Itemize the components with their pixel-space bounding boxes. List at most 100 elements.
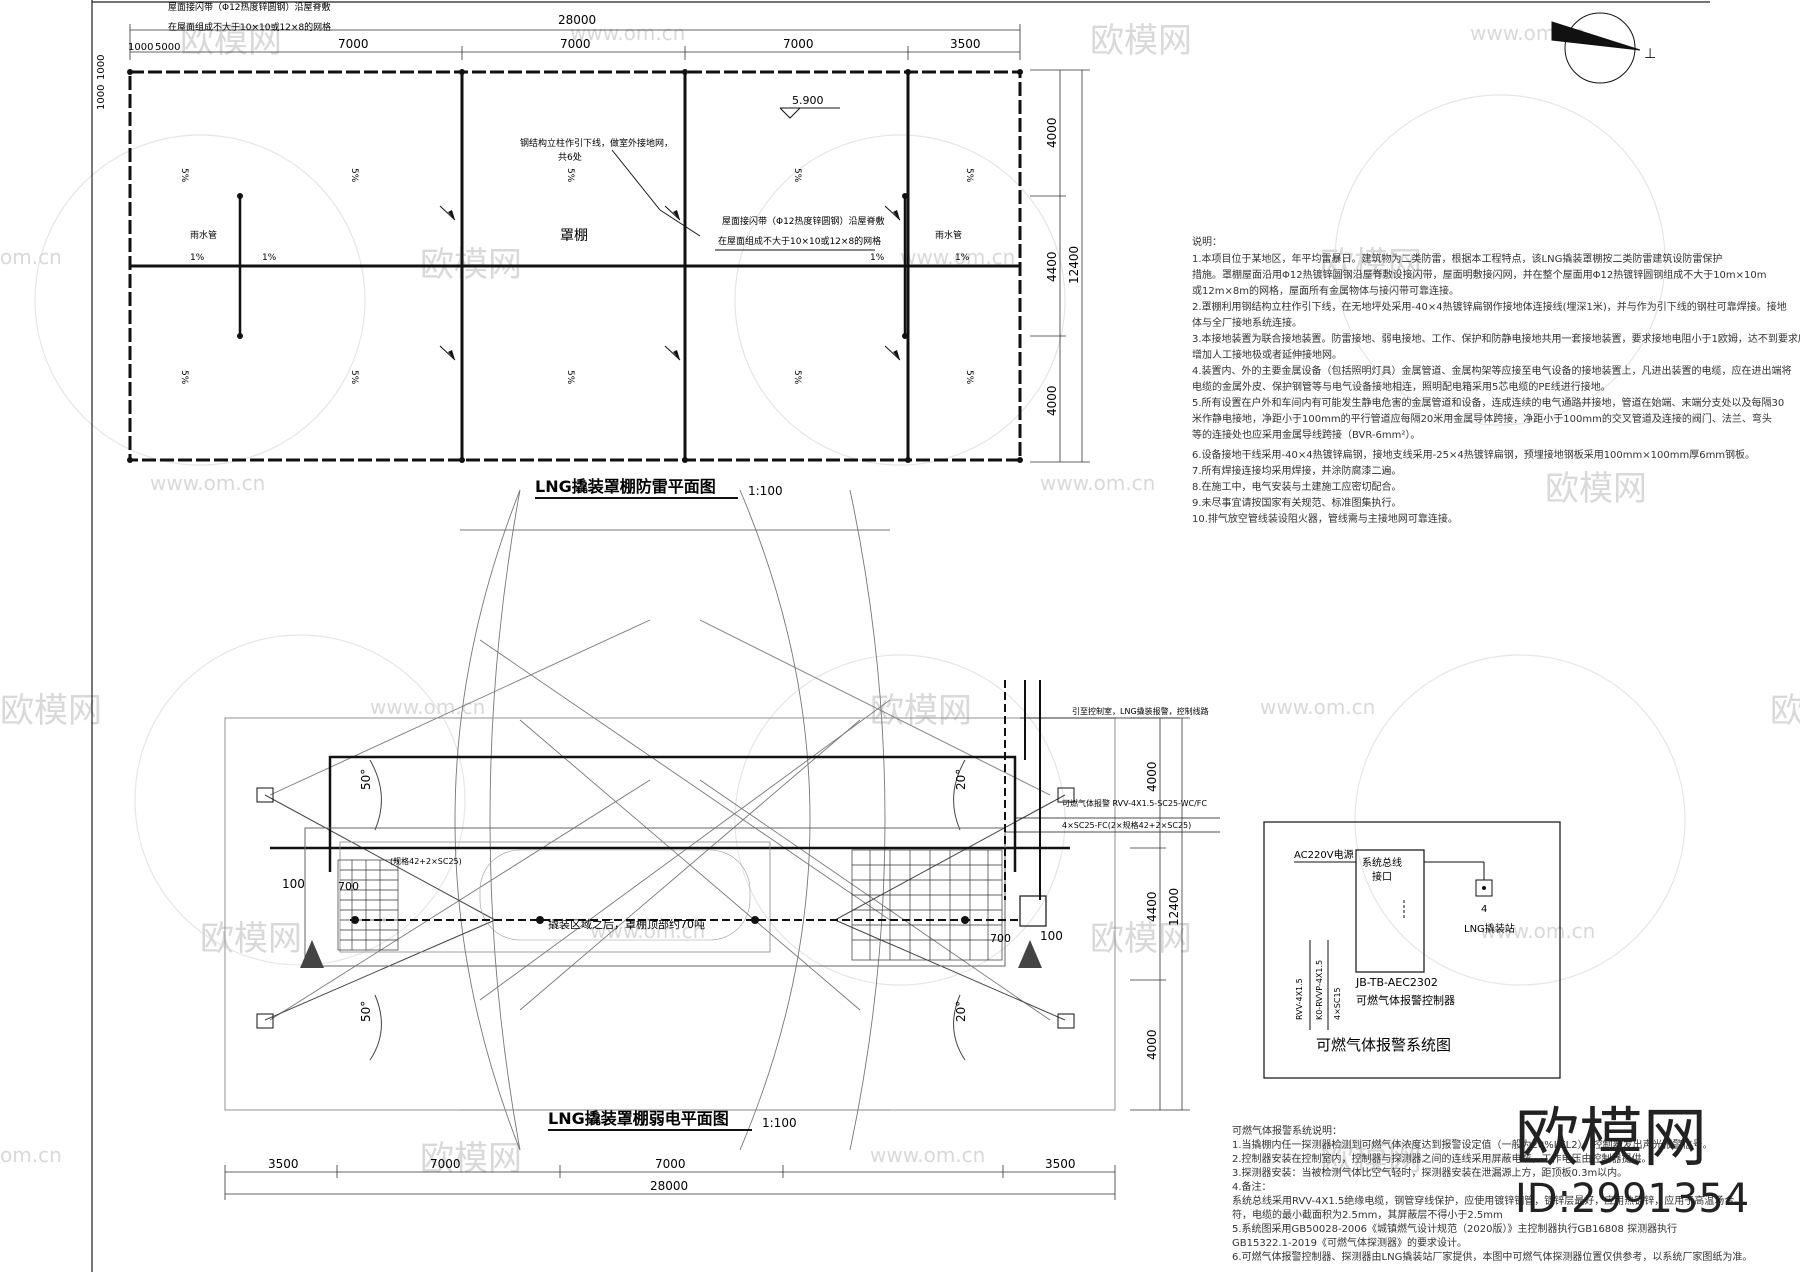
weak-right-dim-3: 4000 bbox=[1145, 1029, 1159, 1060]
roof-bay-dim-2: 7000 bbox=[560, 37, 591, 51]
roof-note-top-1: 屋面接闪带（Φ12热度锌圆钢）沿屋脊敷 bbox=[168, 1, 331, 13]
weak-plan-title: LNG撬装罩棚弱电平面图 bbox=[548, 1109, 729, 1128]
watermark-site: om.cn bbox=[0, 1143, 62, 1167]
notes-line: 增加人工接地极或者延伸接地网。 bbox=[1192, 348, 1342, 361]
roof-mesh-note: 在屋面组成不大于10×10或12×8的网格 bbox=[718, 235, 881, 247]
system-notes-heading: 可燃气体报警系统说明： bbox=[1232, 1124, 1342, 1137]
alarm-horn-icon bbox=[300, 940, 1042, 968]
coverage-angle: 50° bbox=[359, 1001, 373, 1022]
notes-line: 等的连接处也应采用金属导线跨接（BVR-6mm²）。 bbox=[1192, 428, 1420, 441]
notes-line: 4.装置内、外的主要金属设备（包括照明灯具）金属管道、金属构架等应接至电气设备的… bbox=[1192, 364, 1792, 377]
notes-line: 米作静电接地，净距小于100mm的平行管道应每隔20米用金属导体跨接，净距小于1… bbox=[1192, 412, 1772, 425]
slope-label: 5% bbox=[792, 370, 802, 385]
watermark-site: www.om.cn bbox=[150, 471, 265, 495]
watermark-site: www.om.cn bbox=[590, 919, 705, 943]
system-notes-line: 6.可燃气体报警控制器、探测器由LNG撬装站厂家提供，本图中可燃气体探测器位置仅… bbox=[1232, 1250, 1752, 1263]
detector-label: LNG撬装站 bbox=[1464, 922, 1515, 935]
roof-bay-dim-4: 3500 bbox=[950, 37, 981, 51]
design-notes: 说明： 1.本项目位于某地区，年平均雷暴日。建筑物为二类防雷，根据本工程特点，该… bbox=[1192, 235, 1800, 525]
roof-note-top-2: 在屋面组成不大于10×10或12×8的网格 bbox=[168, 21, 331, 33]
bus-interface-label: 接口 bbox=[1372, 870, 1392, 883]
slope-label: 5% bbox=[964, 370, 974, 385]
notes-line: 8.在施工中，电气安装与土建施工应密切配合。 bbox=[1192, 480, 1402, 493]
roof-right-dim-3: 4000 bbox=[1045, 385, 1059, 416]
detector-count: 4 bbox=[1481, 904, 1487, 915]
notes-line: 10.排气放空管线装设阻火器，管线需与主接地网可靠连接。 bbox=[1192, 512, 1458, 525]
watermark-site: www.om.cn bbox=[570, 21, 685, 45]
weak-bottom-dim: 7000 bbox=[430, 1157, 461, 1171]
bus-interface-label: 系统总线 bbox=[1362, 856, 1402, 869]
watermark-id: ID:2991354 bbox=[1515, 1176, 1749, 1222]
system-notes-line: 4.备注： bbox=[1232, 1180, 1272, 1193]
slope-label: 1% bbox=[955, 253, 970, 263]
roof-plan-title: LNG撬装罩棚防雷平面图 bbox=[535, 477, 716, 496]
system-notes-line: 2.控制器安装在控制室内，控制器与探测器之间的连线采用屏蔽电缆，工作电压由控制器… bbox=[1232, 1152, 1652, 1165]
roof-overall-dim: 28000 bbox=[558, 13, 596, 27]
notes-line: 体与全厂接地系统连接。 bbox=[1192, 316, 1302, 329]
weak-right-dim-1: 4000 bbox=[1145, 761, 1159, 792]
north-arrow-icon: ⊥ bbox=[1551, 12, 1656, 84]
weak-outer-boundary bbox=[224, 717, 1116, 1111]
roof-bay-dim-1: 7000 bbox=[338, 37, 369, 51]
system-frame bbox=[1263, 821, 1561, 1079]
roof-small-dim: 5000 bbox=[155, 42, 180, 53]
system-cable-label: 4×SC15 bbox=[1333, 987, 1342, 1020]
roof-small-dim: 1000 bbox=[96, 85, 107, 110]
system-cable-label: K0-RVVP-4X1.5 bbox=[1315, 960, 1324, 1020]
coverage-angle: 20° bbox=[954, 1001, 968, 1022]
roof-right-total: 12400 bbox=[1067, 246, 1081, 284]
system-notes-line: 系统总线采用RVV-4X1.5绝缘电缆，钢管穿线保护，应使用镀锌钢管，镀锌层最好… bbox=[1232, 1194, 1744, 1207]
notes-line: 或12m×8m的网格，屋面所有金属物体与接闪带可靠连接。 bbox=[1192, 284, 1459, 297]
watermark-site: www.om.cn bbox=[1040, 471, 1155, 495]
weak-right-dim-2: 4400 bbox=[1145, 891, 1159, 922]
brand-watermark: 欧模网 ID:2991354 bbox=[1515, 1102, 1749, 1222]
weak-plan-scale: 1:100 bbox=[762, 1116, 797, 1130]
watermark-site: om.cn bbox=[0, 245, 62, 269]
watermark-site: www.om.cn bbox=[870, 1143, 985, 1167]
weak-bottom-total: 28000 bbox=[650, 1179, 688, 1193]
notes-line: 6.设备接地干线采用-40×4热镀锌扁钢，接地支线采用-25×4热镀锌扁钢，预埋… bbox=[1192, 448, 1755, 461]
notes-line: 7.所有焊接连接均采用焊接，并涂防腐漆二遍。 bbox=[1192, 464, 1402, 477]
watermark-brand: 欧模网 bbox=[1770, 691, 1800, 731]
system-notes-line: 3.探测器安装：当被检测气体比空气轻时，探测器安装在泄漏源上方，距顶板0.3m以… bbox=[1232, 1166, 1627, 1179]
weak-current-plan: 50° 50° 20° 20° bbox=[224, 489, 1220, 1200]
weak-bottom-dim: 7000 bbox=[655, 1157, 686, 1171]
roof-mesh-note: 屋面接闪带（Φ12热度锌圆钢）沿屋脊敷 bbox=[722, 215, 885, 227]
gas-detector-icon bbox=[1475, 879, 1493, 897]
system-diagram-title: 可燃气体报警系统图 bbox=[1316, 1036, 1451, 1054]
notes-line: 电缆的金属外皮、保护钢管等与电气设备接地相连，照明配电箱采用5芯电缆的PE线进行… bbox=[1192, 380, 1611, 393]
gas-alarm-system-diagram: AC220V电源 系统总线 接口 4 LNG撬装站 RVV-4X1.5 K0-R… bbox=[1263, 821, 1561, 1079]
sheet-border bbox=[91, 0, 1710, 1272]
notes-line: 2.罩棚利用钢结构立柱作引下线，在无地坪处采用-40×4热镀锌扁钢作接地体连接线… bbox=[1192, 300, 1787, 313]
roof-small-dim: 1000 bbox=[128, 42, 153, 53]
slope-label: 5% bbox=[179, 370, 189, 385]
canopy-label: 罩棚 bbox=[560, 228, 588, 244]
slope-label: 5% bbox=[964, 168, 974, 183]
cable-note: 可燃气体报警 RVV-4X1.5-SC25-WC/FC bbox=[1062, 798, 1207, 808]
roof-lightning-plan: 28000 7000 7000 7000 3500 1000 5000 1000… bbox=[96, 1, 1090, 499]
svg-text:⊥: ⊥ bbox=[1644, 46, 1656, 62]
roof-right-dim-1: 4000 bbox=[1045, 117, 1059, 148]
coverage-angle: 20° bbox=[954, 769, 968, 790]
center-label: 撬装区域之后，罩棚顶部约70吨 bbox=[548, 917, 705, 931]
cable-note: 引至控制室，LNG撬装报警，控制线路 bbox=[1072, 706, 1209, 716]
slope-label: 5% bbox=[349, 168, 359, 183]
dim-label: 700 bbox=[990, 932, 1011, 945]
system-cable-label: RVV-4X1.5 bbox=[1295, 978, 1304, 1020]
controller-box bbox=[1355, 849, 1425, 973]
watermark-site: www.om.cn bbox=[370, 695, 485, 719]
watermark-brand: 欧模网 bbox=[180, 21, 282, 61]
roof-bay-dim-3: 7000 bbox=[783, 37, 814, 51]
notes-heading: 说明： bbox=[1192, 235, 1222, 248]
watermark-site: www.om.cn bbox=[1260, 695, 1375, 719]
weak-right-total: 12400 bbox=[1167, 888, 1181, 926]
roof-plan-scale: 1:100 bbox=[748, 484, 783, 498]
slope-label: 5% bbox=[349, 370, 359, 385]
watermark-logo-text: 欧模网 bbox=[1515, 1102, 1707, 1176]
watermark-site: www.om.cn bbox=[1480, 919, 1595, 943]
slope-label: 1% bbox=[190, 253, 205, 263]
slope-label: 1% bbox=[870, 253, 885, 263]
watermark-brand: 欧模网 bbox=[1320, 245, 1422, 285]
slope-label: 5% bbox=[792, 168, 802, 183]
